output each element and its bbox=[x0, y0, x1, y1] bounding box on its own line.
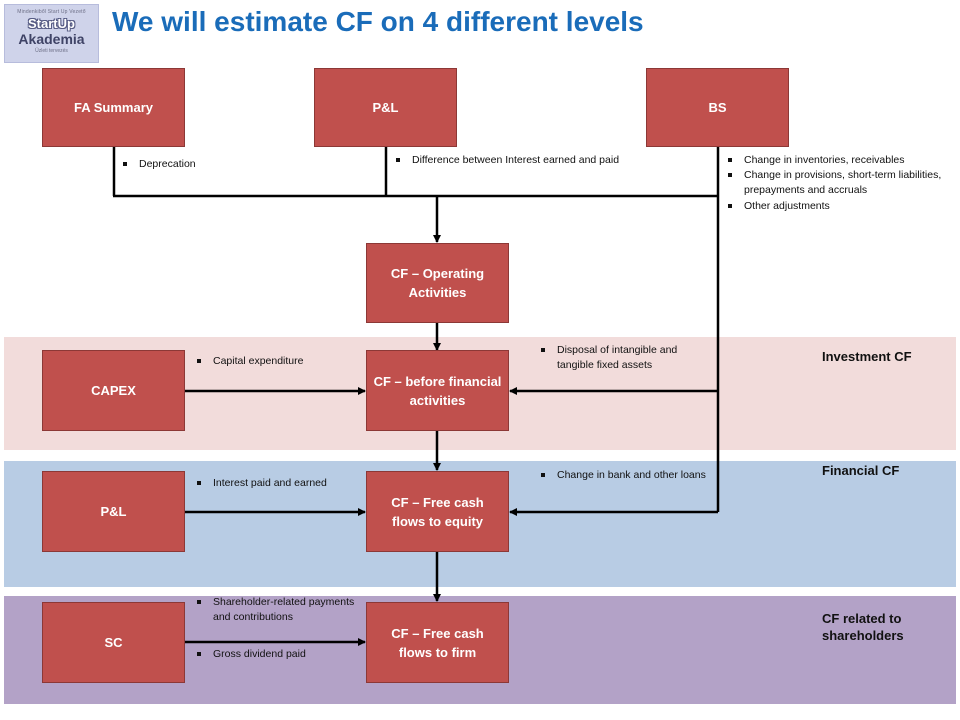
logo-top-text: Mindenkiből Start Up Vezető bbox=[17, 9, 86, 15]
sc-box: SC bbox=[42, 602, 185, 683]
pl-top-box: P&L bbox=[314, 68, 457, 147]
shareholders-cf-label: CF related to shareholders bbox=[822, 611, 904, 643]
note-interest-difference: Difference between Interest earned and p… bbox=[390, 153, 630, 168]
cf-operating-box: CF – Operating Activities bbox=[366, 243, 509, 323]
note-bs-inventories: Change in inventories, receivables bbox=[722, 153, 954, 168]
startup-akademia-logo: Mindenkiből Start Up Vezető StartUp Akad… bbox=[4, 4, 99, 63]
cf-firm-label: CF – Free cash flows to firm bbox=[391, 625, 484, 660]
financial-cf-label: Financial CF bbox=[822, 463, 900, 478]
note-disposal: Disposal of intangible and tangible fixe… bbox=[535, 343, 715, 373]
note-dividend: Gross dividend paid bbox=[191, 647, 361, 662]
sc-label: SC bbox=[104, 635, 123, 650]
capex-label: CAPEX bbox=[91, 383, 136, 398]
cf-firm-box: CF – Free cash flows to firm bbox=[366, 602, 509, 683]
logo-line1: StartUp bbox=[28, 16, 75, 31]
cf-before-financial-label: CF – before financial activities bbox=[373, 373, 502, 408]
note-deprecation: Deprecation bbox=[117, 157, 247, 172]
fa-summary-label: FA Summary bbox=[74, 100, 153, 115]
bs-box: BS bbox=[646, 68, 789, 147]
page-title: We will estimate CF on 4 different level… bbox=[112, 6, 644, 37]
note-shareholder-payments: Shareholder-related payments and contrib… bbox=[191, 595, 369, 625]
cf-operating-label: CF – Operating Activities bbox=[390, 266, 485, 300]
pl-mid-box: P&L bbox=[42, 471, 185, 552]
logo-line2: Akademia bbox=[18, 31, 85, 47]
note-bank-loans: Change in bank and other loans bbox=[535, 468, 710, 483]
note-bs-provisions: Change in provisions, short-term liabili… bbox=[722, 168, 954, 198]
logo-bottom-text: Üzleti tervezés bbox=[35, 48, 68, 54]
pl-mid-label: P&L bbox=[100, 504, 127, 519]
bs-label: BS bbox=[708, 100, 727, 115]
note-capex: Capital expenditure bbox=[191, 354, 351, 369]
capex-box: CAPEX bbox=[42, 350, 185, 431]
cf-equity-label: CF – Free cash flows to equity bbox=[391, 494, 484, 529]
cf-equity-box: CF – Free cash flows to equity bbox=[366, 471, 509, 552]
fa-summary-box: FA Summary bbox=[42, 68, 185, 147]
note-bs-other: Other adjustments bbox=[722, 199, 954, 214]
pl-top-label: P&L bbox=[372, 100, 399, 115]
note-interest: Interest paid and earned bbox=[191, 476, 361, 491]
cf-before-financial-box: CF – before financial activities bbox=[366, 350, 509, 431]
investment-cf-label: Investment CF bbox=[822, 349, 912, 364]
